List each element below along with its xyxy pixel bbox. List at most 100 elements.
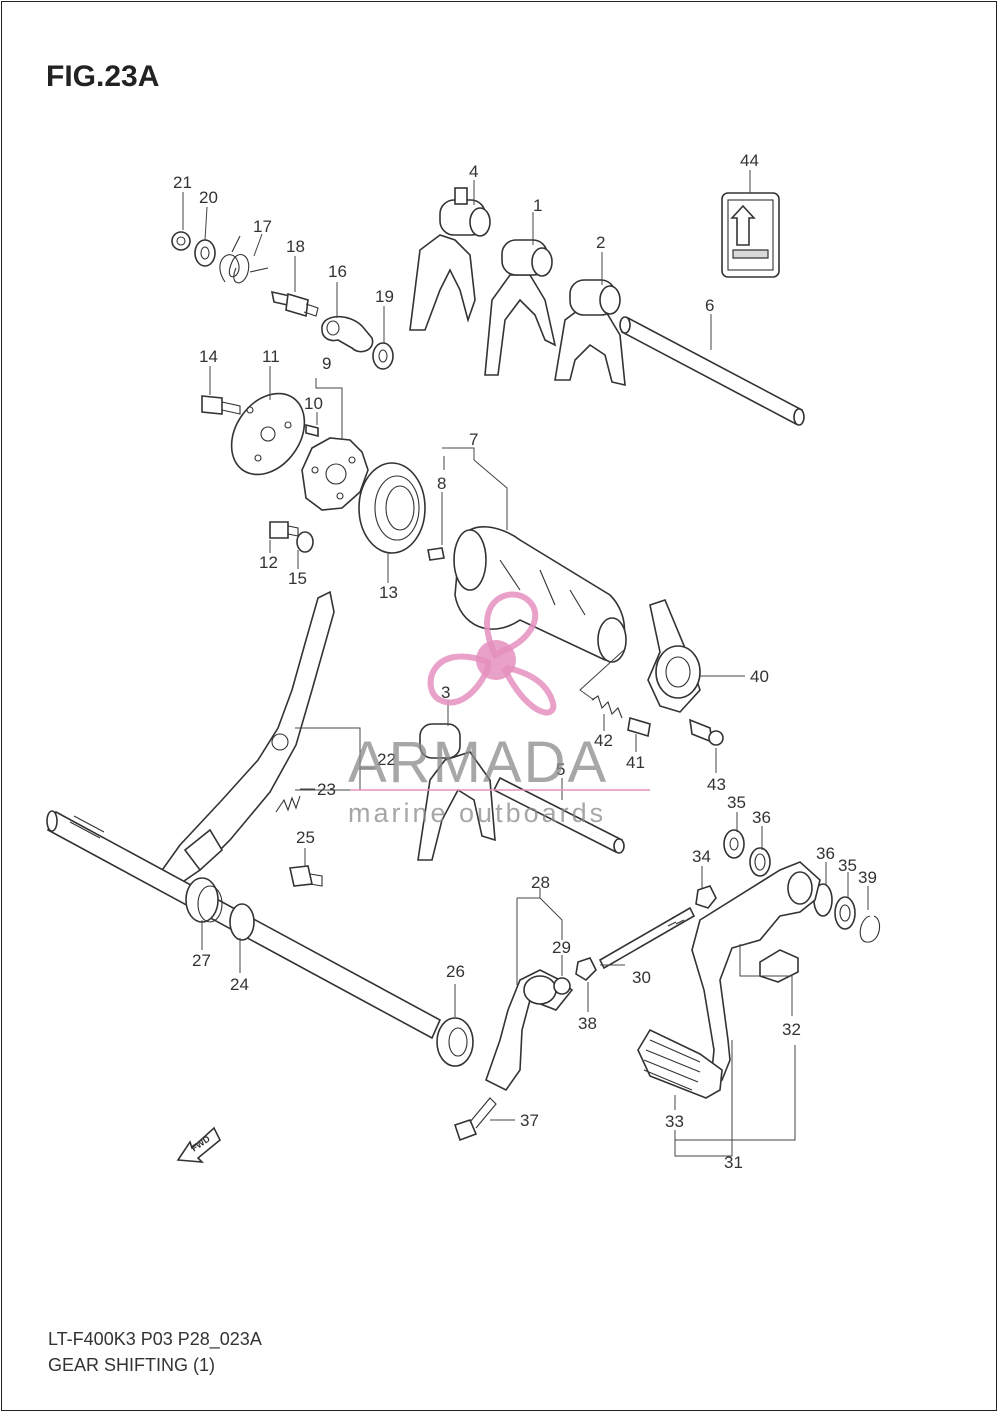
gearshift-pedal-31[interactable] xyxy=(691,861,821,1092)
callout-9: 9 xyxy=(322,354,331,373)
callout-29: 29 xyxy=(552,938,571,957)
callout-13: 13 xyxy=(379,583,398,602)
callout-40: 40 xyxy=(750,667,769,686)
fwd-arrow-icon: FWD xyxy=(176,1126,222,1163)
callout-6: 6 xyxy=(705,296,714,315)
callout-15: 15 xyxy=(288,569,307,588)
callout-3: 3 xyxy=(441,683,450,702)
warning-label-44[interactable] xyxy=(721,192,780,278)
gearshift-lever-28[interactable] xyxy=(485,969,574,1092)
spring-42[interactable] xyxy=(591,695,623,719)
callout-36b: 36 xyxy=(816,844,835,863)
watermark-brand: ARMADA xyxy=(348,730,608,795)
callout-28: 28 xyxy=(531,873,550,892)
callout-16: 16 xyxy=(328,262,347,281)
callout-7: 7 xyxy=(469,430,478,449)
plate-11[interactable] xyxy=(217,380,320,489)
callout-20: 20 xyxy=(199,188,218,207)
callout-35b: 35 xyxy=(838,856,857,875)
callout-33: 33 xyxy=(665,1112,684,1131)
callout-12: 12 xyxy=(259,553,278,572)
callout-17: 17 xyxy=(253,217,272,236)
rod-30[interactable] xyxy=(598,906,696,970)
bolt-12[interactable] xyxy=(269,521,299,539)
bolt-25[interactable] xyxy=(289,865,323,887)
nut-34[interactable] xyxy=(695,885,717,909)
nut-38[interactable] xyxy=(575,957,597,982)
pedal-rubber-33[interactable] xyxy=(637,1028,723,1099)
shift-fork-2[interactable] xyxy=(554,279,626,387)
cam-9[interactable] xyxy=(301,437,369,511)
callout-2: 2 xyxy=(596,233,605,252)
callout-36: 36 xyxy=(752,808,771,827)
washer-35b[interactable] xyxy=(834,896,856,930)
callout-26: 26 xyxy=(446,962,465,981)
callout-32: 32 xyxy=(782,1020,801,1039)
washer-36[interactable] xyxy=(749,847,771,877)
callout-8: 8 xyxy=(437,474,446,493)
callout-38: 38 xyxy=(578,1014,597,1033)
callout-30: 30 xyxy=(632,968,651,987)
figure-model-code: LT-F400K3 P03 P28_023A xyxy=(48,1329,262,1349)
shift-drum-7[interactable] xyxy=(453,526,627,663)
callout-11: 11 xyxy=(262,347,280,366)
bolt-37[interactable] xyxy=(453,1097,497,1142)
watermark: ARMADA marine outboards xyxy=(348,591,650,828)
fork-shaft-6[interactable] xyxy=(619,316,805,426)
callout-31: 31 xyxy=(724,1153,743,1172)
spring-17[interactable] xyxy=(219,235,269,284)
pin-10[interactable] xyxy=(305,423,319,438)
propeller-logo-icon xyxy=(427,591,557,716)
callout-27: 27 xyxy=(192,951,211,970)
washer-15[interactable] xyxy=(296,531,314,553)
shift-fork-1[interactable] xyxy=(484,239,557,376)
callout-42: 42 xyxy=(594,731,613,750)
callout-37: 37 xyxy=(520,1111,539,1130)
callout-25: 25 xyxy=(296,828,315,847)
figure-caption: GEAR SHIFTING (1) xyxy=(48,1355,216,1375)
bearing-13[interactable] xyxy=(358,462,426,554)
bolt-14[interactable] xyxy=(201,395,241,415)
leader-lines xyxy=(182,170,869,1157)
bushing-24[interactable] xyxy=(229,903,255,941)
spring-23[interactable] xyxy=(275,795,301,813)
callout-18: 18 xyxy=(286,237,305,256)
callout-23: 23 xyxy=(317,780,336,799)
rod-end-29[interactable] xyxy=(553,977,571,995)
bolt-43[interactable] xyxy=(689,718,724,746)
shift-fork-4[interactable] xyxy=(409,187,491,331)
bolt-18[interactable] xyxy=(270,290,319,318)
washer-35[interactable] xyxy=(723,829,745,859)
callout-21: 21 xyxy=(173,173,192,192)
washer-20[interactable] xyxy=(194,239,216,267)
callout-1: 1 xyxy=(533,196,542,215)
circlip-39[interactable] xyxy=(859,915,881,943)
callout-35: 35 xyxy=(727,793,746,812)
callout-39: 39 xyxy=(858,868,877,887)
callout-5: 5 xyxy=(556,760,565,779)
watermark-tagline: marine outboards xyxy=(348,798,606,828)
pin-8[interactable] xyxy=(427,547,445,561)
callout-19: 19 xyxy=(375,287,394,306)
callout-34: 34 xyxy=(692,847,711,866)
callout-10: 10 xyxy=(304,394,323,413)
nut-21[interactable] xyxy=(171,231,191,251)
oil-seal-26[interactable] xyxy=(436,1017,474,1067)
shift-fork-3[interactable] xyxy=(417,723,496,861)
guide-40[interactable] xyxy=(647,599,701,713)
callout-14: 14 xyxy=(199,347,218,366)
washer-19[interactable] xyxy=(372,342,394,370)
pin-41[interactable] xyxy=(627,716,651,738)
callout-22: 22 xyxy=(377,750,396,769)
callout-43: 43 xyxy=(707,775,726,794)
callout-24: 24 xyxy=(230,975,249,994)
stopper-16[interactable] xyxy=(321,315,374,353)
fork-shaft-5[interactable] xyxy=(492,776,625,854)
gearshift-arm-22[interactable] xyxy=(153,590,335,894)
callout-4: 4 xyxy=(469,162,478,181)
callout-44: 44 xyxy=(740,151,759,170)
callout-41: 41 xyxy=(626,753,645,772)
figure-title: FIG.23A xyxy=(46,60,160,93)
